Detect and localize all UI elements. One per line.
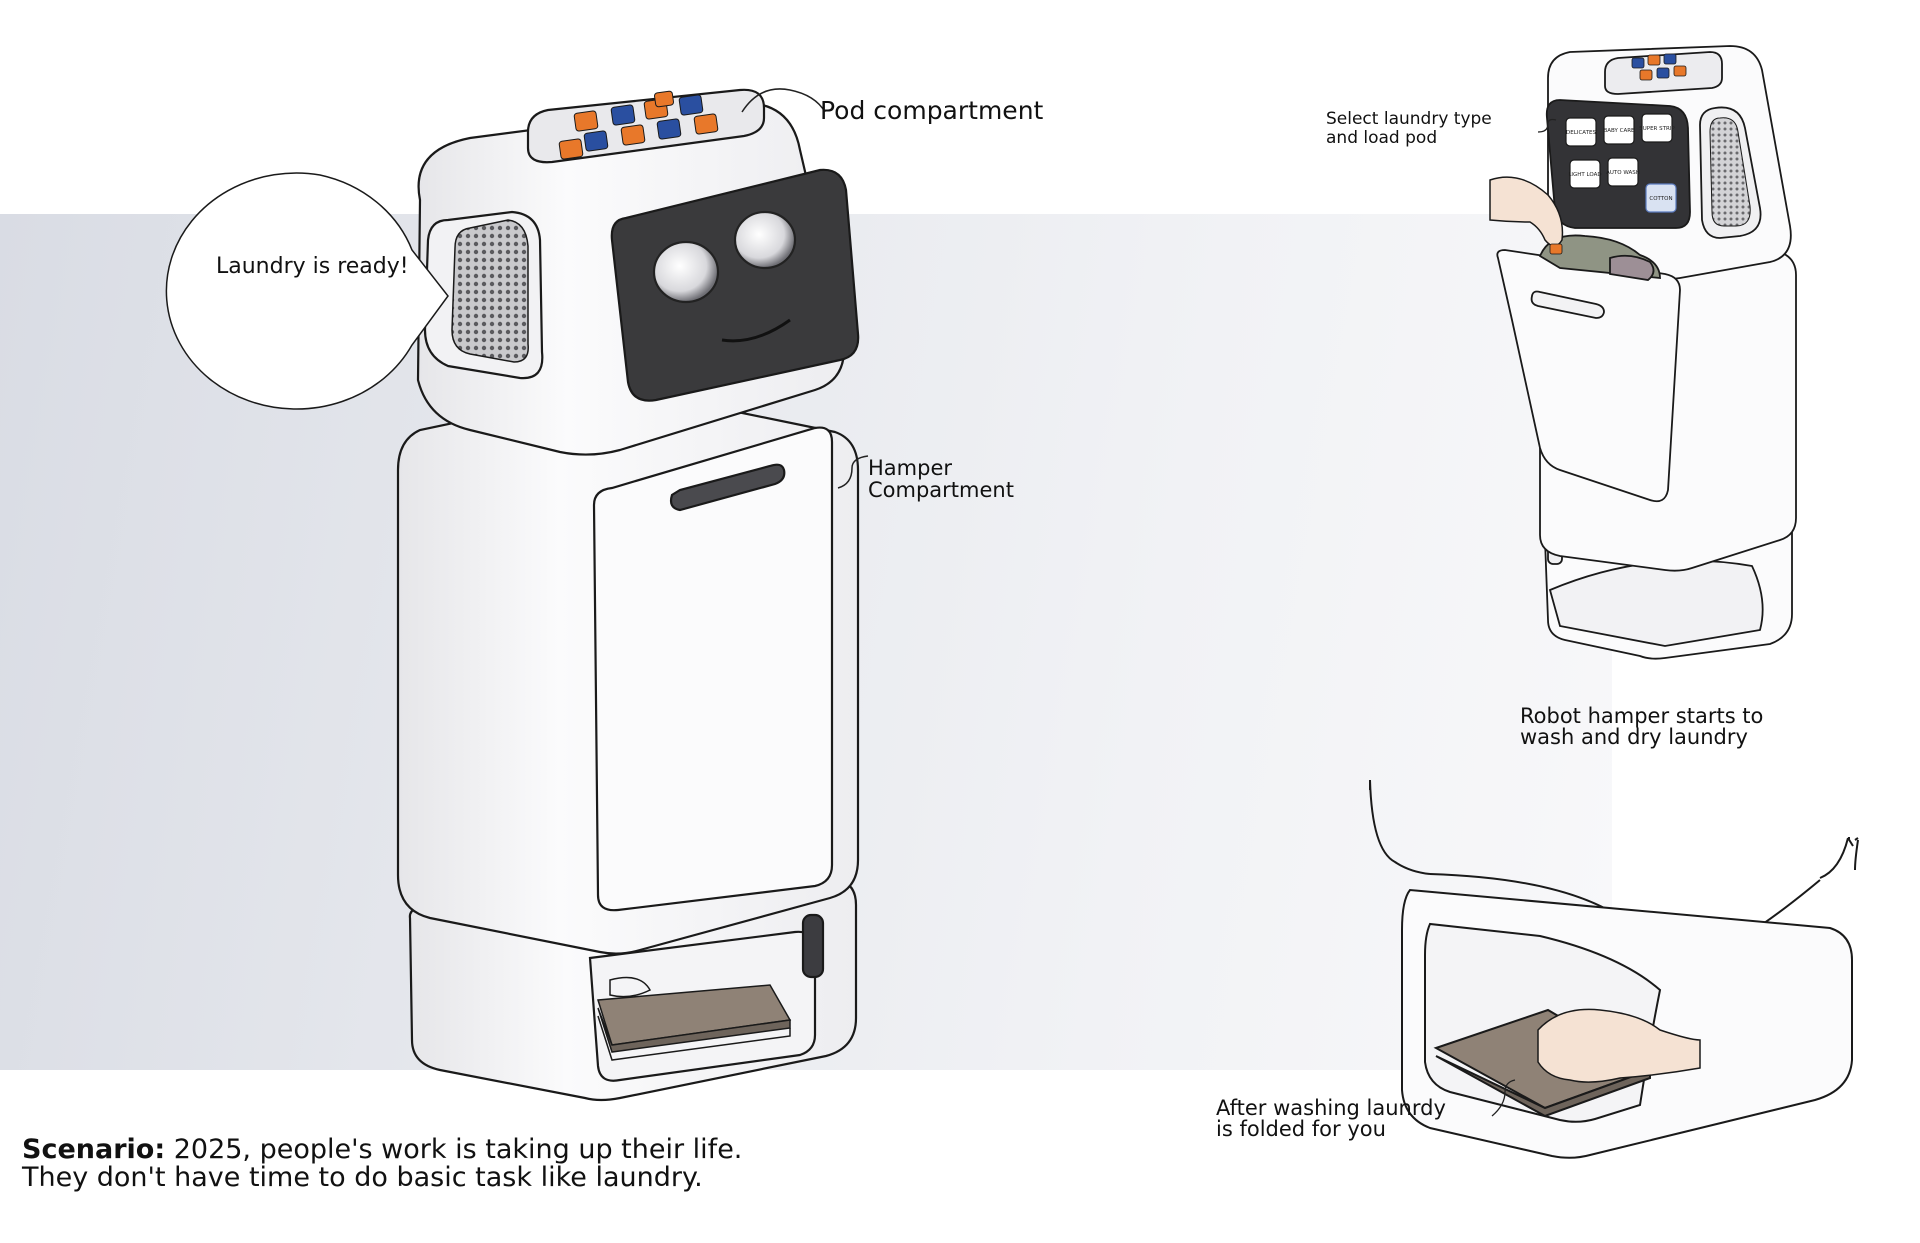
hamper-label-line1: Hamper xyxy=(868,456,952,480)
hamper-leader xyxy=(837,455,869,489)
panel-button-1 xyxy=(1565,117,1597,147)
wash-dry-label: Robot hamper starts to wash and dry laun… xyxy=(1520,706,1763,748)
small-hamper-drawer xyxy=(1496,249,1681,503)
pods-main xyxy=(558,90,719,160)
scenario-label: Scenario: xyxy=(22,1134,166,1165)
small-drawer-handle xyxy=(1530,290,1605,319)
detail-right-edge xyxy=(1847,837,1854,847)
base-handle xyxy=(801,913,825,979)
folded-label-line2: is folded for you xyxy=(1216,1117,1386,1141)
panel-label-2: BABY CARE xyxy=(1603,128,1635,134)
side-speaker-grill xyxy=(451,219,529,363)
right-eye xyxy=(733,210,797,270)
folded-label-line1: After washing launrdy xyxy=(1216,1096,1446,1120)
speech-bubble xyxy=(165,172,449,410)
panel-button-3 xyxy=(1641,113,1673,143)
wash-label-line1: Robot hamper starts to xyxy=(1520,704,1764,728)
small-robot xyxy=(1496,45,1797,660)
scenario-text: Scenario: 2025, people's work is taking … xyxy=(22,1136,742,1192)
pod-leader xyxy=(741,88,826,113)
panel-label-3: SUPER STRIP xyxy=(1639,126,1675,132)
select-leader xyxy=(1537,118,1557,133)
after-leader xyxy=(1491,1079,1516,1117)
detail-body-left xyxy=(1369,779,1431,875)
folded-laundry-main xyxy=(597,976,792,1061)
panel-button-5 xyxy=(1607,157,1639,187)
select-laundry-label: Select laundry type and load pod xyxy=(1326,110,1492,148)
detail-upper-right xyxy=(1854,837,1859,841)
smile xyxy=(721,318,791,343)
panel-label-5: AUTO WASH xyxy=(1606,170,1640,176)
panel-label-6: COTTON xyxy=(1649,196,1672,202)
pod-compartment-label: Pod compartment xyxy=(820,96,1044,125)
hamper-handle xyxy=(669,463,786,512)
scenario-line1: Scenario: 2025, people's work is taking … xyxy=(22,1136,742,1164)
speech-bubble-text: Laundry is ready! xyxy=(216,254,409,279)
panel-button-6 xyxy=(1645,183,1677,213)
panel-button-labels: DELICATES BABY CARE SUPER STRIP LIGHT LO… xyxy=(1566,126,1675,202)
scenario-line2: They don't have time to do basic task li… xyxy=(22,1162,703,1193)
face-screen xyxy=(610,168,860,402)
panel-label-1: DELICATES xyxy=(1566,130,1596,136)
detail-side-outline xyxy=(1854,839,1859,871)
hand-picking-laundry xyxy=(1537,1008,1701,1083)
detail-view xyxy=(1369,779,1854,1159)
small-speaker-grill xyxy=(1709,117,1751,227)
left-eye xyxy=(652,240,720,304)
panel-button-4 xyxy=(1569,159,1601,189)
pods-small xyxy=(1631,53,1687,81)
scenario-line1-text: 2025, people's work is taking up their l… xyxy=(165,1134,743,1165)
panel-button-2 xyxy=(1603,115,1635,145)
select-label-line1: Select laundry type xyxy=(1326,109,1492,129)
held-pod xyxy=(1549,243,1563,255)
detail-body-right xyxy=(1819,837,1849,879)
wash-label-line2: wash and dry laundry xyxy=(1520,725,1748,749)
select-label-line2: and load pod xyxy=(1326,128,1438,148)
small-base-opening xyxy=(1548,559,1764,647)
hamper-label-line2: Compartment xyxy=(868,478,1014,502)
panel-buttons xyxy=(1565,113,1677,213)
hamper-compartment-label: Hamper Compartment xyxy=(868,457,1014,501)
hamper-door xyxy=(592,426,834,912)
folded-label: After washing launrdy is folded for you xyxy=(1216,1098,1446,1140)
main-robot xyxy=(396,88,860,1102)
panel-label-4: LIGHT LOAD xyxy=(1568,172,1601,178)
